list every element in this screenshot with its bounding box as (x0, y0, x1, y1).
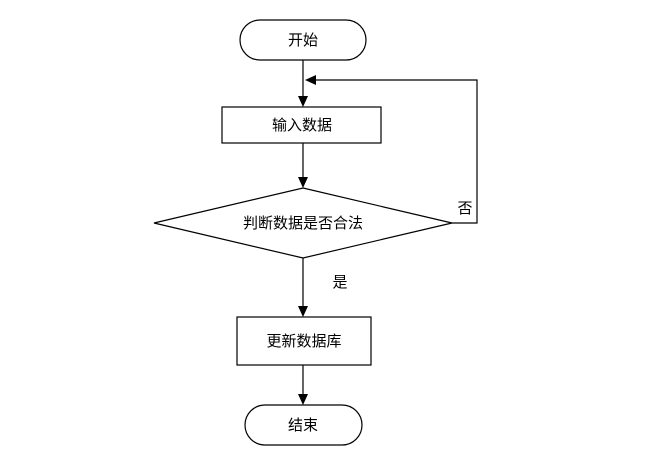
input-node-label: 输入数据 (272, 116, 332, 134)
decision-node: 判断数据是否合法 (153, 187, 453, 259)
edge-input-to-decision (298, 143, 308, 188)
input-node: 输入数据 (221, 106, 382, 144)
edge-decision-no-arrowhead (305, 75, 316, 85)
start-node-label: 开始 (288, 31, 318, 49)
end-node: 结束 (244, 404, 363, 446)
edge-input-to-decision-arrowhead (298, 177, 308, 188)
edge-decision-no: 否 (305, 75, 478, 224)
end-node-shape (244, 404, 363, 446)
edge-decision-yes-label: 是 (332, 273, 347, 291)
end-node-label: 结束 (288, 416, 318, 434)
update-node-label: 更新数据库 (266, 332, 341, 350)
edge-decision-yes: 是 (298, 258, 348, 317)
edge-update-to-end-arrowhead (298, 394, 308, 405)
update-node: 更新数据库 (236, 316, 372, 366)
edge-start-to-input-arrowhead (298, 96, 308, 107)
start-node: 开始 (239, 19, 367, 61)
decision-node-label: 判断数据是否合法 (243, 214, 363, 232)
input-node-shape (221, 106, 382, 144)
edge-decision-yes-arrowhead (298, 306, 308, 317)
edge-start-to-input (298, 60, 308, 107)
update-node-shape (236, 316, 372, 366)
edge-decision-no-label: 否 (457, 199, 472, 217)
edge-update-to-end (298, 365, 308, 405)
edge-decision-no-line (316, 79, 478, 224)
